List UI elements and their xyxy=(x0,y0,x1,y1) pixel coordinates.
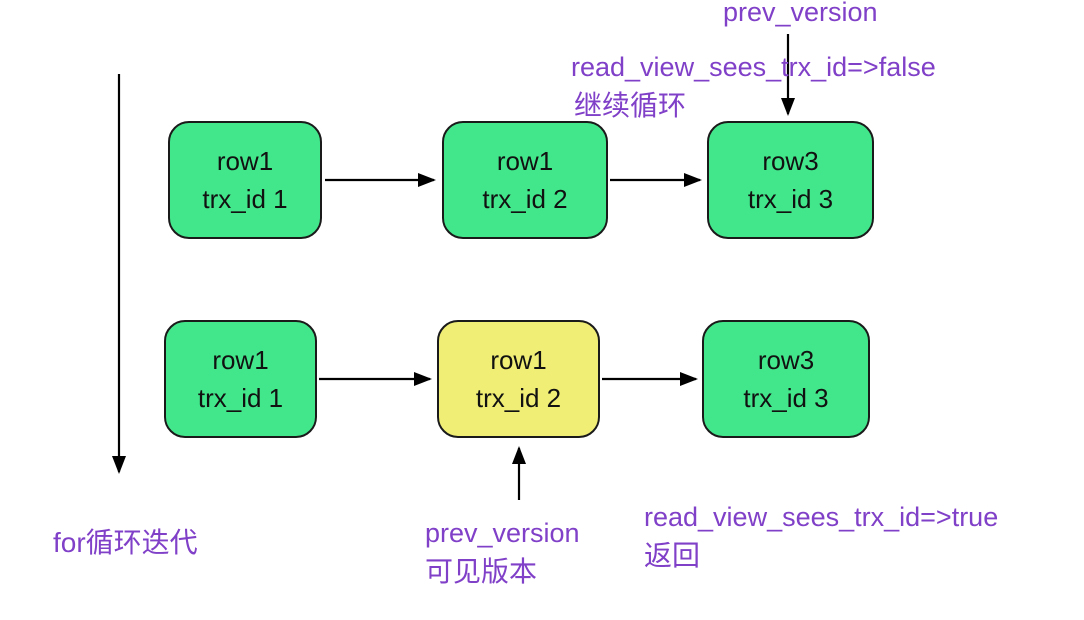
node-label-line2: trx_id 2 xyxy=(482,183,568,214)
prev-version-top-label: prev_version xyxy=(723,0,878,27)
node-label-line2: trx_id 1 xyxy=(197,382,284,413)
node-label-line2: trx_id 3 xyxy=(743,382,829,413)
node-row3-trxid3-bottom: row3 trx_id 3 xyxy=(702,320,870,438)
return-label: 返回 xyxy=(644,540,701,571)
prev-version-bottom-label: prev_version xyxy=(425,518,580,548)
node-row1-trxid2-top: row1 trx_id 2 xyxy=(442,121,608,239)
node-label-line1: row1 xyxy=(212,344,269,375)
node-row1-trxid2-visible-bottom: row1 trx_id 2 xyxy=(437,320,600,438)
read-view-sees-false-label: read_view_sees_trx_id=>false xyxy=(571,52,936,82)
node-row1-trxid1-top: row1 trx_id 1 xyxy=(168,121,322,239)
continue-loop-label: 继续循环 xyxy=(574,90,687,121)
node-label-line1: row1 xyxy=(216,145,274,176)
node-label-line1: row3 xyxy=(762,145,819,176)
node-row1-trxid1-bottom: row1 trx_id 1 xyxy=(164,320,317,438)
node-label-line2: trx_id 1 xyxy=(202,183,288,214)
node-label-line1: row3 xyxy=(757,344,815,375)
node-label-line2: trx_id 3 xyxy=(747,183,834,214)
visible-version-label: 可见版本 xyxy=(425,556,538,587)
for-loop-label: for循环迭代 xyxy=(53,527,198,558)
node-label-line1: row1 xyxy=(496,145,554,176)
node-label-line1: row1 xyxy=(490,344,547,375)
read-view-sees-true-label: read_view_sees_trx_id=>true xyxy=(644,502,999,532)
node-label-line2: trx_id 2 xyxy=(475,382,562,413)
node-row3-trxid3-top: row3 trx_id 3 xyxy=(707,121,874,239)
